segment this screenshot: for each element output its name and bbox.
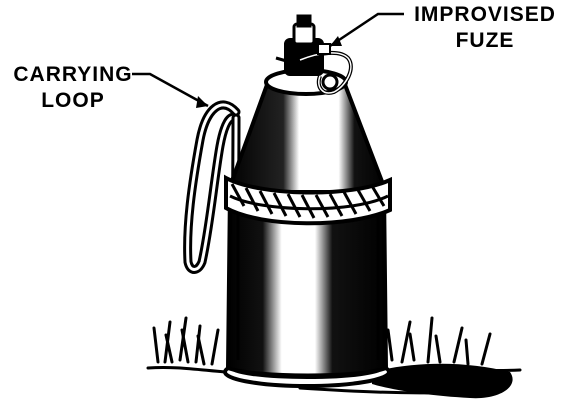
carrying-loop-label: CARRYING LOOP [0, 62, 146, 114]
carrying-loop-label-line2: LOOP [0, 88, 146, 114]
upper-cone [228, 82, 386, 192]
carrying-loop-label-line1: CARRYING [0, 62, 146, 88]
improvised-fuze-label: IMPROVISED FUZE [396, 2, 574, 54]
improvised-fuze-label-line2: FUZE [396, 28, 574, 54]
improvised-fuze-label-line1: IMPROVISED [396, 2, 574, 28]
leader-line-fuze [330, 14, 404, 46]
